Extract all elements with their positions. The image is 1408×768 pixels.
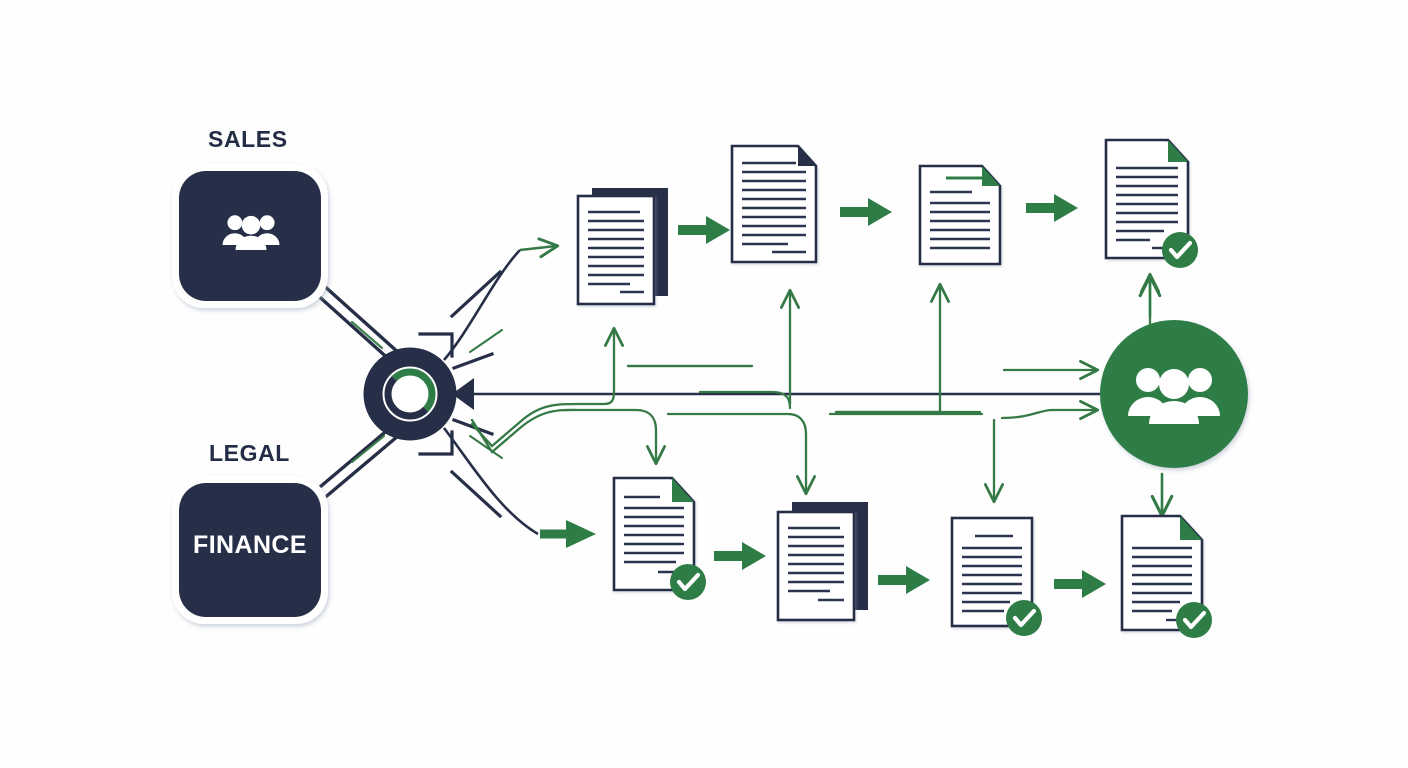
legal-to-hub-line [312, 426, 400, 502]
hub-inner-arc [384, 368, 436, 420]
approvers-circle[interactable] [1100, 320, 1248, 468]
check-icon [1182, 610, 1207, 630]
routing-hub-node[interactable] [363, 269, 503, 519]
top-doc-2[interactable] [730, 144, 818, 264]
green-routes-lower [470, 399, 1100, 504]
hub-output-curve-top [443, 237, 560, 361]
doc-text-lines [962, 534, 1022, 613]
hub-accent-spokes [469, 329, 503, 459]
sales-label: SALES [208, 126, 288, 152]
sales-to-hub-line [312, 282, 402, 364]
top-doc-1[interactable] [576, 188, 668, 306]
doc-text-lines [930, 190, 990, 250]
approved-check-badge [670, 564, 706, 600]
approved-check-badge [1006, 600, 1042, 636]
approvers-io-arrows [1138, 274, 1174, 518]
doc-text-lines [588, 210, 644, 294]
department-tile-legal-finance[interactable] [172, 476, 328, 624]
step-arrow-bot-1-2 [714, 542, 766, 570]
bot-doc-2[interactable] [776, 502, 868, 622]
dept-to-hub-connectors [312, 282, 402, 502]
step-arrow-top-3-4 [1026, 194, 1078, 222]
approved-check-badge [1176, 602, 1212, 638]
check-icon [1012, 608, 1037, 628]
finance-label: FINANCE [193, 531, 307, 559]
step-arrow-bot-2-3 [878, 566, 930, 594]
doc-text-lines [742, 161, 806, 254]
hub-output-curve-bottom [442, 427, 596, 548]
hub-output-arrowhead [452, 378, 474, 410]
check-icon [676, 572, 701, 592]
department-tile-sales[interactable] [172, 164, 328, 308]
bot-doc-4[interactable] [1120, 514, 1212, 638]
legal-label: LEGAL [209, 440, 290, 466]
step-arrow-top-2-3 [840, 198, 892, 226]
doc-text-lines [624, 495, 684, 574]
green-feeder-lines-upper [626, 364, 982, 414]
finance-tile-body [179, 483, 321, 617]
top-doc-4[interactable] [1104, 138, 1198, 268]
step-arrow-top-1-2 [678, 216, 730, 244]
doc-text-lines [1132, 546, 1192, 622]
hub-core [393, 377, 427, 411]
top-doc-3[interactable] [918, 164, 1002, 266]
doc-text-lines [788, 526, 844, 602]
bot-doc-1[interactable] [612, 476, 706, 600]
hub-outer-ring [363, 347, 457, 441]
step-arrow-bot-3-4 [1054, 570, 1106, 598]
step-arrows [678, 194, 1106, 598]
check-icon [1168, 240, 1193, 260]
bot-doc-3[interactable] [950, 516, 1042, 636]
hub-spokes [418, 269, 503, 519]
doc-text-lines [1116, 166, 1178, 250]
approved-check-badge [1162, 232, 1198, 268]
hub-accent-arc [384, 368, 436, 420]
